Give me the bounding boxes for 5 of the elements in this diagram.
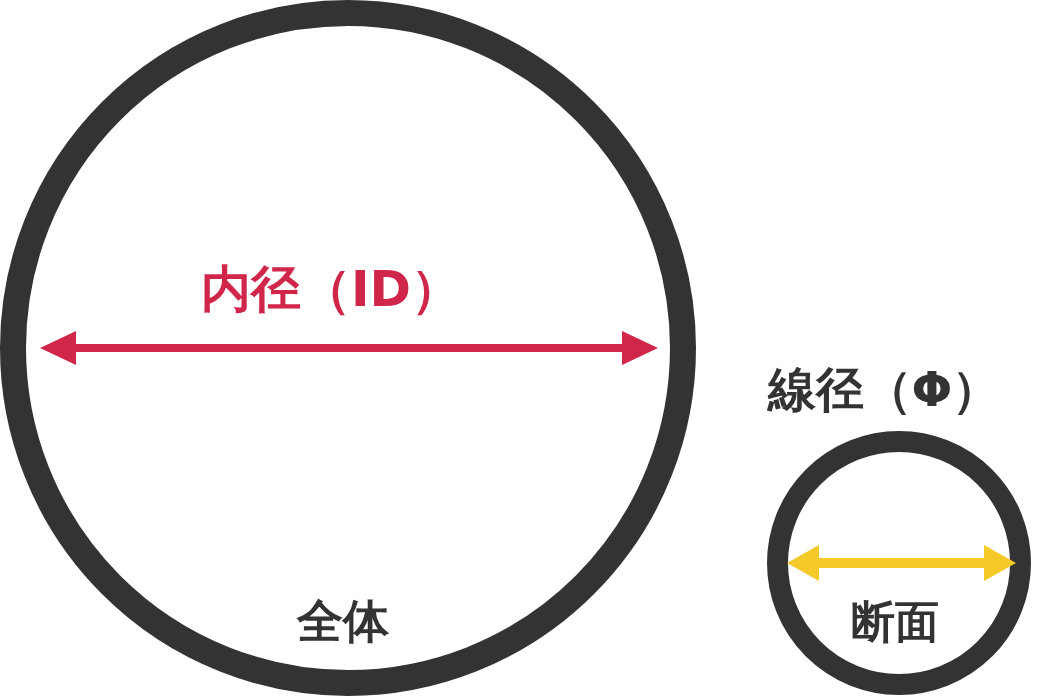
dimension-label: 線径（Φ） — [767, 365, 1001, 413]
dimension-label: 内径（ID） — [200, 264, 462, 314]
part-label: 断面 — [851, 600, 939, 644]
part-label: 全体 — [297, 598, 389, 644]
ring-outline — [0, 0, 696, 696]
